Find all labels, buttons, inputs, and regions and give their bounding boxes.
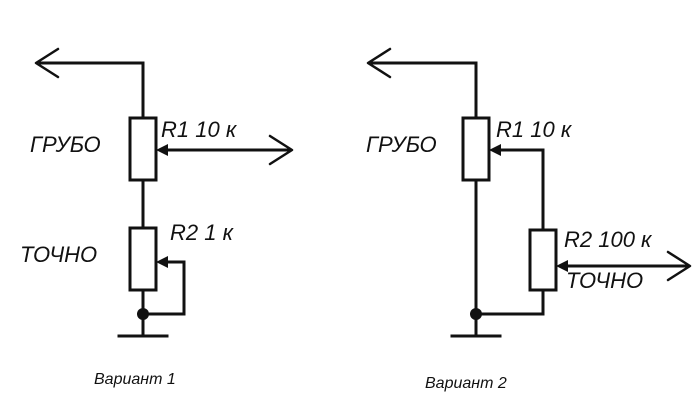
v2-r1-wiper-wire <box>493 148 545 232</box>
v2-r2-resistor <box>528 228 558 292</box>
v1-junction-dot <box>137 308 149 320</box>
v2-r2-output-arrow <box>666 250 692 282</box>
v1-r2-wiper-arrowhead <box>156 256 168 268</box>
v1-r2-label: R2 1 к <box>170 220 235 245</box>
v1-r1-output-arrow <box>268 134 294 166</box>
v2-output-arrow <box>366 47 392 79</box>
v1-caption: Вариант 1 <box>94 371 176 388</box>
v1-output-arrow <box>34 47 60 79</box>
v2-r2-wiper-arrowhead <box>556 260 568 272</box>
v1-output-wire <box>38 61 145 120</box>
v1-r2-resistor <box>128 226 158 292</box>
v1-coarse-label: ГРУБО <box>30 132 101 157</box>
v2-coarse-label: ГРУБО <box>366 132 437 157</box>
v1-r1-resistor <box>128 116 158 182</box>
v2-caption: Вариант 2 <box>425 375 507 392</box>
v2-r1-label: R1 10 к <box>496 117 573 142</box>
variant-2-circuit <box>366 47 692 338</box>
v2-r1-wiper-arrowhead <box>489 144 501 156</box>
v2-fine-label: ТОЧНО <box>566 268 643 293</box>
v2-r2-bottom-wire <box>474 288 545 316</box>
v1-r2-wiper-loop <box>141 260 186 316</box>
v1-fine-label: ТОЧНО <box>20 242 97 267</box>
v1-r1-wiper-arrowhead <box>156 144 168 156</box>
v2-r1-resistor <box>461 116 491 182</box>
v2-r2-label: R2 100 к <box>564 227 653 252</box>
variant-1-circuit <box>34 47 294 338</box>
v2-output-wire <box>370 61 478 120</box>
v1-r1-label: R1 10 к <box>161 117 238 142</box>
